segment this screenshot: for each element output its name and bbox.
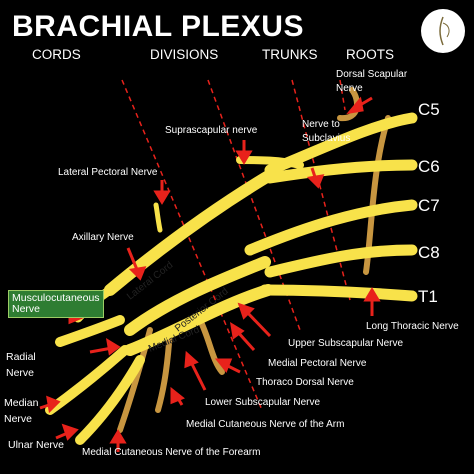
label-suprascapular: Suprascapular nerve (165, 125, 258, 136)
arrow-subclavius (306, 174, 325, 189)
label-medial-cutaneous-forearm: Medial Cutaneous Nerve of the Forearm (82, 447, 261, 458)
divider-trunks-roots (291, 79, 351, 301)
label-dorsal-scapular: Dorsal Scapular Nerve (336, 69, 408, 94)
zone-dividers (121, 79, 351, 411)
arrow-medial-cutaneous-arm (170, 386, 185, 405)
label-medial-cutaneous-arm: Medial Cutaneous Nerve of the Arm (186, 419, 345, 430)
arrow-upper-subscapular (237, 302, 255, 320)
root-t1: T1 (418, 287, 438, 306)
c6-root (264, 159, 418, 184)
header-divisions: DIVISIONS (150, 47, 219, 62)
t1-root (259, 284, 418, 302)
arrow-suprascapular (235, 150, 253, 165)
c8-root (264, 244, 418, 278)
arrow-lower-subscapular (184, 350, 199, 369)
arrow-medial-cutaneous-forearm (109, 429, 127, 444)
label-nerve-to-subclavius: Nerve to Subclavius (302, 119, 351, 144)
arrow-thoraco-dorsal (214, 358, 233, 373)
arrow-long-thoracic (363, 287, 381, 302)
radial-nerve-branch (55, 315, 125, 347)
arrow-lateral-pectoral (153, 190, 171, 205)
c7-root (244, 199, 418, 256)
label-lower-subscapular: Lower Subscapular Nerve (205, 397, 321, 408)
thoracodorsal-branch (197, 317, 225, 375)
label-thoraco-dorsal: Thoraco Dorsal Nerve (256, 377, 354, 388)
lateral-cord (104, 169, 276, 296)
arrow-dorsal-scapular (346, 96, 364, 115)
root-c5: C5 (418, 100, 440, 119)
posterior-cord (124, 256, 271, 336)
header-cords: CORDS (32, 47, 81, 62)
arrow-ulnar (61, 423, 79, 441)
label-median: Median Nerve (4, 397, 39, 425)
label-musculocutaneous: Musculocutaneous Nerve (8, 290, 104, 319)
arrow-medial-pectoral (229, 322, 245, 340)
label-long-thoracic: Long Thoracic Nerve (366, 321, 459, 332)
brand-logo-icon (421, 9, 465, 53)
label-ulnar: Ulnar Nerve (8, 439, 65, 451)
header-trunks: TRUNKS (262, 47, 318, 62)
suprascapular-branch (236, 156, 304, 169)
root-c7: C7 (418, 196, 440, 215)
page-title: BRACHIAL PLEXUS (12, 10, 304, 43)
medial-cord (124, 284, 274, 356)
root-c8: C8 (418, 243, 440, 262)
header-roots: ROOTS (346, 47, 395, 62)
root-c6: C6 (418, 157, 440, 176)
label-upper-subscapular: Upper Subscapular Nerve (288, 338, 404, 349)
divider-cords-divisions (121, 79, 263, 411)
ulnar-nerve-branch (75, 355, 145, 445)
lateral-pectoral-branch (153, 202, 163, 233)
arrow-median (46, 395, 61, 414)
arrow-axillary (128, 266, 147, 281)
label-axillary: Axillary Nerve (72, 232, 134, 243)
label-medial-pectoral: Medial Pectoral Nerve (268, 358, 367, 369)
label-radial: Radial Nerve (6, 351, 36, 379)
main-nerves (45, 112, 418, 445)
arrow-radial (105, 338, 121, 356)
label-lateral-pectoral: Lateral Pectoral Nerve (58, 167, 158, 178)
